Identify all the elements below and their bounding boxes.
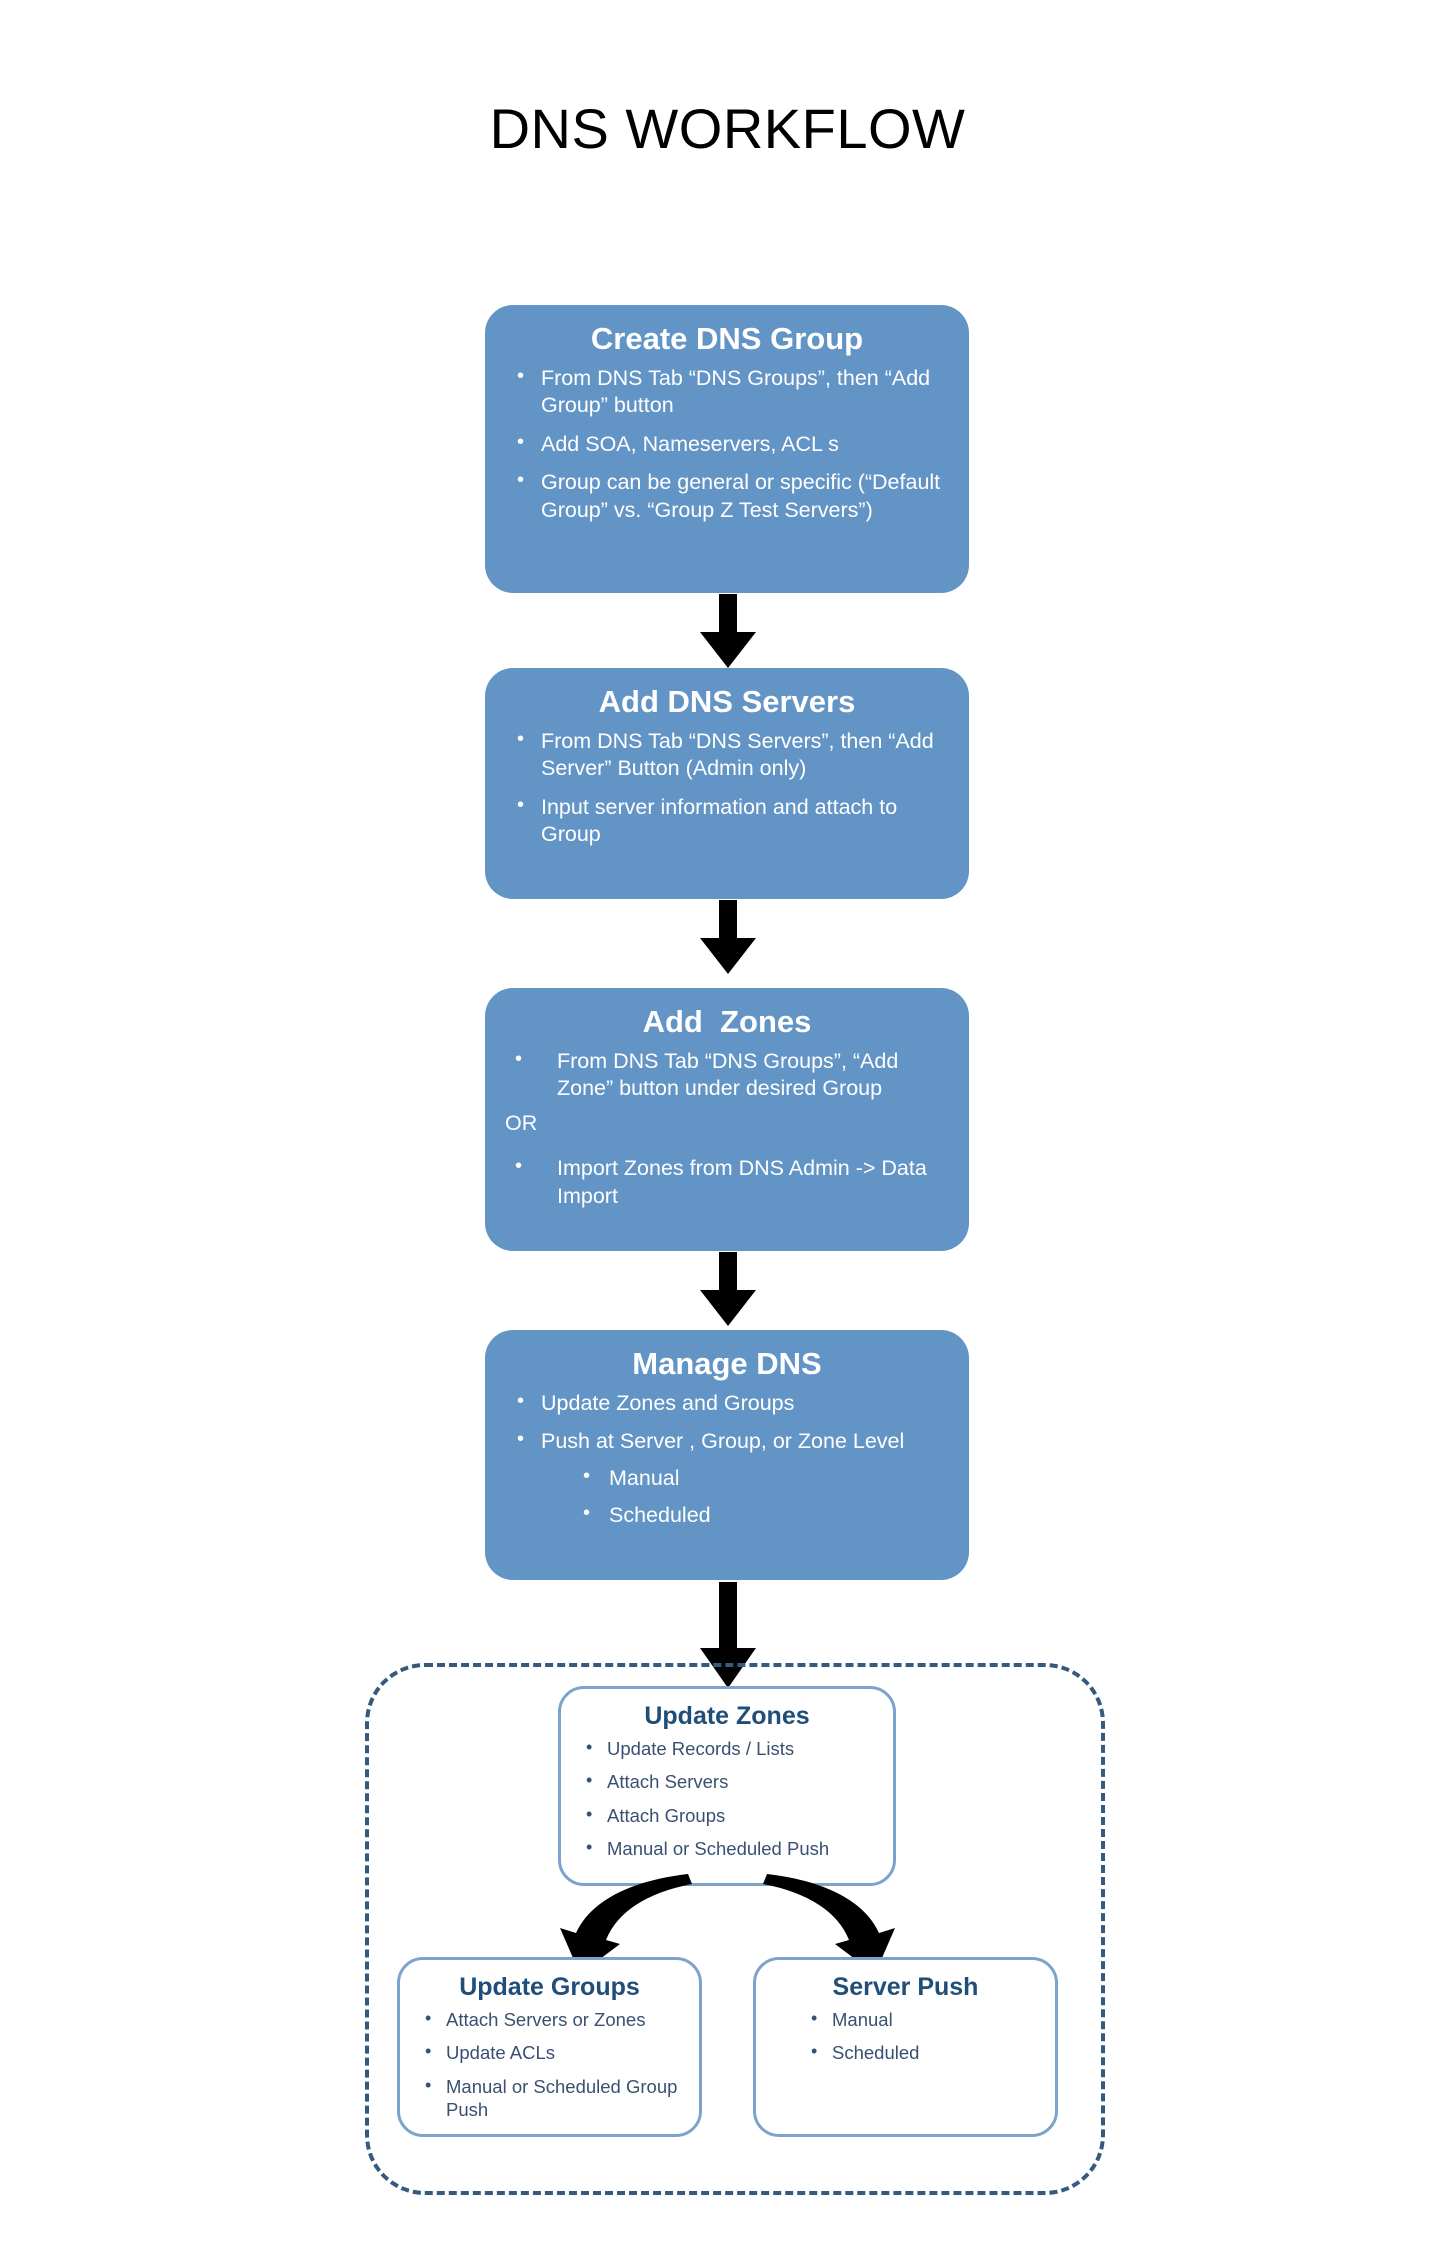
stage-title: Manage DNS xyxy=(632,1346,822,1381)
box-title: Update Zones xyxy=(644,1702,810,1730)
box-title: Update Groups xyxy=(459,1973,640,2001)
stage-box-add-dns-servers[interactable]: Add DNS Servers From DNS Tab “DNS Server… xyxy=(485,668,969,899)
box-bullet-list: Update Records / Lists Attach Servers At… xyxy=(561,1731,893,1860)
list-item: Scheduled xyxy=(577,1501,969,1530)
page-title: DNS WORKFLOW xyxy=(489,97,966,160)
detail-group-container xyxy=(365,1663,1105,2195)
stage-bullet-list: From DNS Tab “DNS Groups”, “Add Zone” bu… xyxy=(485,1040,969,1103)
list-item: Manual or Scheduled Group Push xyxy=(418,2074,685,2122)
stage-box-manage-dns[interactable]: Manage DNS Update Zones and Groups Push … xyxy=(485,1330,969,1580)
list-item: Input server information and attach to G… xyxy=(511,793,943,849)
list-item: Add SOA, Nameservers, ACL s xyxy=(511,430,943,459)
stage-bullet-list: From DNS Tab “DNS Servers”, then “Add Se… xyxy=(485,720,969,849)
list-item: Manual or Scheduled Push xyxy=(579,1836,879,1860)
list-item: Scheduled xyxy=(804,2040,1041,2064)
stage-bullet-list: Update Zones and Groups Push at Server ,… xyxy=(485,1382,969,1456)
list-item: Attach Servers xyxy=(579,1769,879,1793)
list-item: Manual xyxy=(577,1464,969,1493)
box-bullet-list: Manual Scheduled xyxy=(756,2002,1055,2065)
detail-box-update-groups[interactable]: Update Groups Attach Servers or Zones Up… xyxy=(397,1957,702,2137)
stage-title: Add Zones xyxy=(642,1004,812,1039)
stage-bullet-list-secondary: Import Zones from DNS Admin -> Data Impo… xyxy=(485,1147,969,1210)
list-item: Update Zones and Groups xyxy=(511,1389,943,1418)
arrow-servers-to-zones xyxy=(700,900,756,974)
list-item: Attach Groups xyxy=(579,1803,879,1827)
arrow-zones-to-manage xyxy=(700,1252,756,1326)
list-item: Attach Servers or Zones xyxy=(418,2007,685,2031)
list-item: Import Zones from DNS Admin -> Data Impo… xyxy=(505,1154,943,1210)
arrow-create-to-servers xyxy=(700,594,756,668)
list-item: Group can be general or specific (“Defau… xyxy=(511,468,943,524)
detail-box-server-push[interactable]: Server Push Manual Scheduled xyxy=(753,1957,1058,2137)
detail-box-update-zones[interactable]: Update Zones Update Records / Lists Atta… xyxy=(558,1686,896,1886)
list-item: From DNS Tab “DNS Servers”, then “Add Se… xyxy=(511,727,943,783)
stage-title: Create DNS Group xyxy=(590,321,864,356)
stage-bullet-list: From DNS Tab “DNS Groups”, then “Add Gro… xyxy=(485,357,969,525)
list-item: Push at Server , Group, or Zone Level xyxy=(511,1427,943,1456)
arrow-updatezones-to-serverpush xyxy=(763,1874,895,1974)
arrow-manage-to-detail xyxy=(700,1582,756,1688)
box-title: Server Push xyxy=(832,1973,979,2001)
arrow-updatezones-to-updategroups xyxy=(560,1874,692,1974)
box-bullet-list: Attach Servers or Zones Update ACLs Manu… xyxy=(400,2002,699,2121)
list-item: From DNS Tab “DNS Groups”, “Add Zone” bu… xyxy=(505,1047,943,1103)
stage-sub-bullet-list: Manual Scheduled xyxy=(485,1464,969,1530)
stage-box-add-zones[interactable]: Add Zones From DNS Tab “DNS Groups”, “Ad… xyxy=(485,988,969,1251)
or-separator-label: OR xyxy=(505,1110,538,1135)
list-item: Update Records / Lists xyxy=(579,1736,879,1760)
list-item: Update ACLs xyxy=(418,2040,685,2064)
stage-title: Add DNS Servers xyxy=(598,684,856,719)
list-item: Manual xyxy=(804,2007,1041,2031)
stage-box-create-dns-group[interactable]: Create DNS Group From DNS Tab “DNS Group… xyxy=(485,305,969,593)
list-item: From DNS Tab “DNS Groups”, then “Add Gro… xyxy=(511,364,943,420)
